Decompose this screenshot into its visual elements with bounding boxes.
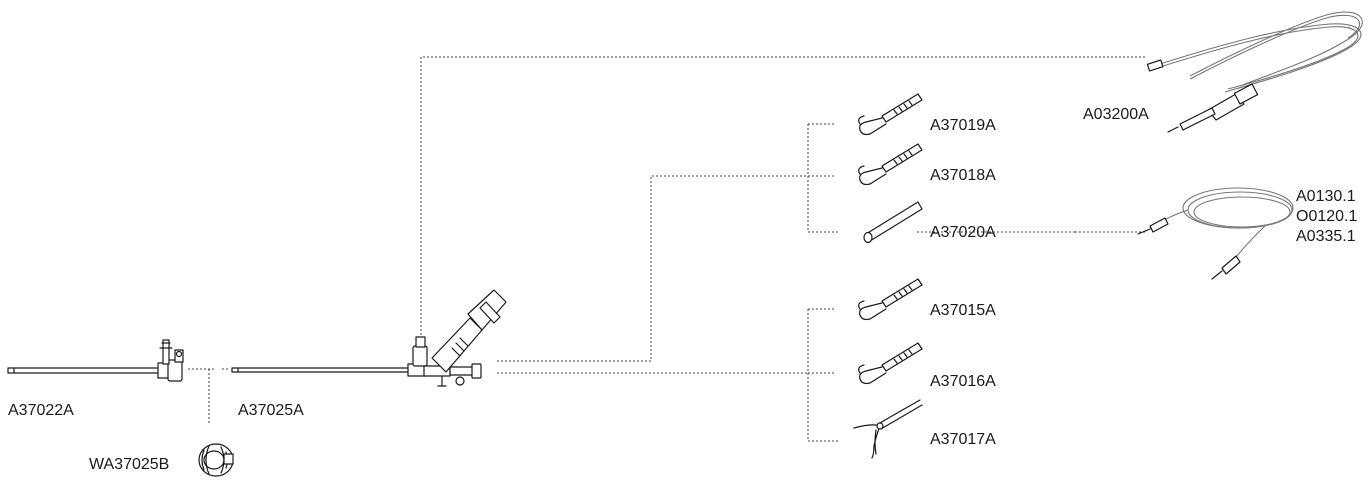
label-forceps-5: A37017A [930,431,996,448]
label-electrode: A37020A [930,224,996,241]
label-sheath: A37022A [8,402,74,419]
forceps-a37017a-drawing [853,399,923,459]
telescope-drawing [231,289,507,387]
adapter-drawing [198,443,234,477]
connector-lines [188,56,1147,442]
hf-code-1: A0130.1 [1296,188,1356,205]
label-forceps-4: A37016A [930,373,996,390]
label-light-cable: A03200A [1083,106,1149,123]
label-hf-cable-codes: A0130.1 O0120.1 A0335.1 [1296,187,1357,247]
hf-code-2: O0120.1 [1296,208,1358,225]
connector-light-cable [420,56,1147,343]
hf-cable-drawing [1137,187,1294,280]
forceps-a37019a-drawing [858,93,923,136]
label-forceps-1: A37019A [930,117,996,134]
forceps-a37015a-drawing [858,278,923,321]
forceps-a37018a-drawing [858,143,923,186]
connector-upper-bracket [807,124,838,233]
light-cable-drawing [1146,11,1363,133]
label-telescope: A37025A [238,402,304,419]
connector-lower-bracket [807,309,838,442]
forceps-a37016a-drawing [858,342,923,385]
sheath-drawing [7,339,184,382]
connector-adapter [188,368,214,424]
electrode-a37020a-drawing [863,201,923,244]
connector-upper-group [497,175,808,362]
hf-code-3: A0335.1 [1296,228,1356,245]
label-forceps-2: A37018A [930,167,996,184]
label-adapter: WA37025B [89,456,170,473]
label-forceps-3: A37015A [930,302,996,319]
